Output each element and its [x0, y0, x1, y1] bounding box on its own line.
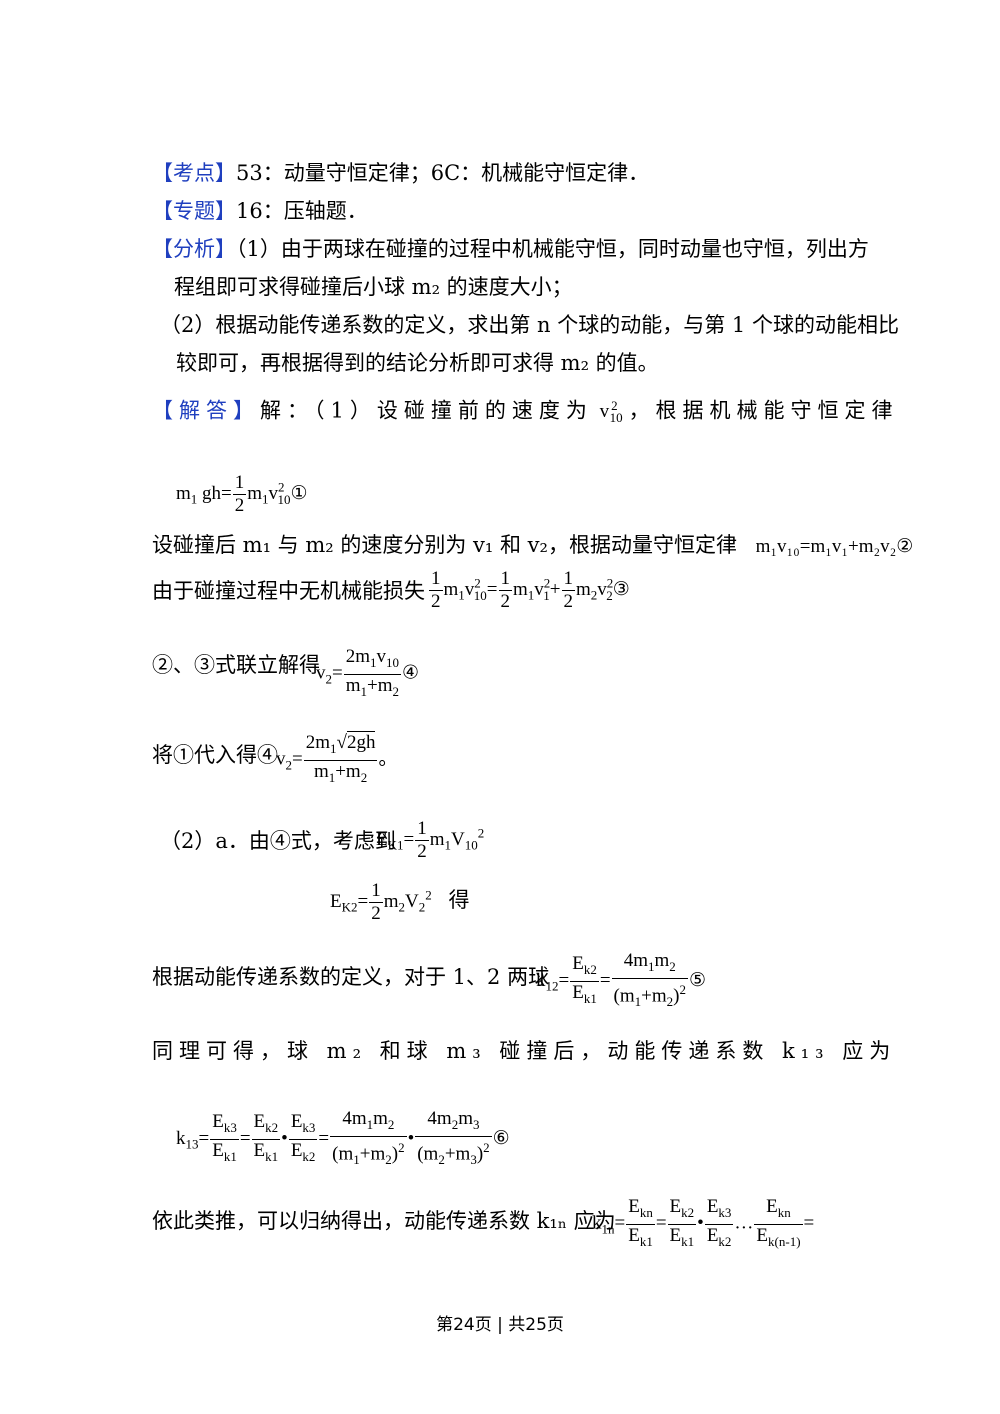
kn-text: 依此类推，可以归纳得出，动能传递系数 k₁ₙ 应为	[152, 1209, 616, 1233]
jieda-text-b: ，根据机械能守恒定律	[628, 398, 899, 423]
fenxi-line-4: 较即可，再根据得到的结论分析即可求得 m₂ 的值。	[176, 351, 659, 375]
collision-line: 设碰撞后 m₁ 与 m₂ 的速度分别为 v₁ 和 v₂，根据动量守恒定律 m₁v…	[152, 530, 913, 562]
jieda-text: 解：（1）设碰撞前的速度为	[260, 398, 593, 423]
solve-text: ②、③式联立解得	[152, 653, 320, 677]
page-footer: 第24页 | 共25页	[436, 1315, 564, 1335]
energy-text: 由于碰撞过程中无机械能损失	[152, 579, 425, 603]
part2-line: （2）a．由④式，考虑到	[160, 826, 396, 856]
kn-line: 依此类推，可以归纳得出，动能传递系数 k₁ₙ 应为	[152, 1206, 616, 1236]
collision-text: 设碰撞后 m₁ 与 m₂ 的速度分别为 v₁ 和 v₂，根据动量守恒定律	[152, 533, 737, 557]
kaodian-text: 53：动量守恒定律；6C：机械能守恒定律．	[236, 161, 650, 185]
zhuanti-line: 【专题】16：压轴题．	[152, 196, 368, 226]
zhuanti-tag: 【专题】	[152, 199, 236, 223]
fenxi-text-1: （1）由于两球在碰撞的过程中机械能守恒，同时动量也守恒，列出方	[236, 237, 869, 261]
momentum-equation: m₁v₁₀=m₁v₁+m₂v₂②	[755, 536, 914, 557]
part2-text: （2）a．由④式，考虑到	[160, 829, 396, 853]
k12-line: 根据动能传递系数的定义，对于 1、2 两球	[152, 962, 549, 992]
solve-line: ②、③式联立解得	[152, 650, 320, 680]
fenxi-line-3: （2）根据动能传递系数的定义，求出第 n 个球的动能，与第 1 个球的动能相比	[160, 313, 899, 337]
fenxi-line-1: 【分析】（1）由于两球在碰撞的过程中机械能守恒，同时动量也守恒，列出方	[152, 234, 869, 264]
sub-line: 将①代入得④	[152, 740, 278, 770]
energy-line: 由于碰撞过程中无机械能损失	[152, 576, 425, 606]
k13-intro-line: 同理可得，球 m₂ 和球 m₃ 碰撞后，动能传递系数 k₁₃ 应为	[152, 1039, 897, 1063]
kaodian-line: 【考点】53：动量守恒定律；6C：机械能守恒定律．	[152, 158, 649, 188]
de-text: 得	[448, 887, 470, 912]
jieda-tag: 【解答】	[152, 398, 260, 423]
sub-text: 将①代入得④	[152, 743, 278, 767]
period: 。	[378, 748, 398, 770]
k12-text: 根据动能传递系数的定义，对于 1、2 两球	[152, 965, 550, 989]
fenxi-tag: 【分析】	[152, 237, 236, 261]
kaodian-tag: 【考点】	[152, 161, 236, 185]
zhuanti-text: 16：压轴题．	[236, 199, 368, 223]
fenxi-line-2: 程组即可求得碰撞后小球 m₂ 的速度大小；	[174, 275, 573, 299]
